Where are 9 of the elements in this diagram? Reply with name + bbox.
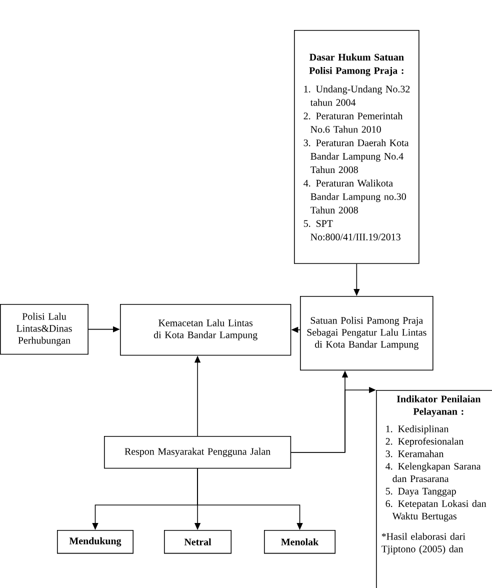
process-box: Respon Masyarakat Pengguna Jalan: [104, 436, 292, 469]
text-box: Indikator Penilaian Pelayanan : 1. Kedisiplinan 2. Keprofesionalan 3. Keramahan 4. Kelengkapan Sarana dan Prasarana 5. Daya Tanggap 6. Ketepatan Lokasi dan Waktu Bertugas *Hasil elaborasi dari Tjiptono (2005) dan: [376, 390, 492, 588]
result-box: Netral: [164, 530, 232, 554]
process-box: Polisi Lalu Lintas&Dinas Perhubungan: [0, 304, 88, 355]
process-box: Kemacetan Lalu Lintas di Kota Bandar Lampung: [120, 304, 292, 356]
process-box: Satuan Polisi Pamong Praja Sebagai Pengatur Lalu Lintas di Kota Bandar Lampung: [300, 296, 434, 371]
text-box: Dasar Hukum Satuan Polisi Pamong Praja : 1. Undang-Undang No.32 tahun 2004 2. Peraturan Pemerintah No.6 Tahun 2010 3. Peraturan Daerah Kota Bandar Lampung No.4 Tahun 2008 4. Peraturan Walikota Bandar Lampung no.30 Tahun 2008 5. SPT No:800/41/III.19/2013: [294, 30, 420, 264]
result-box: Menolak: [264, 530, 336, 554]
result-box: Mendukung: [57, 530, 134, 554]
